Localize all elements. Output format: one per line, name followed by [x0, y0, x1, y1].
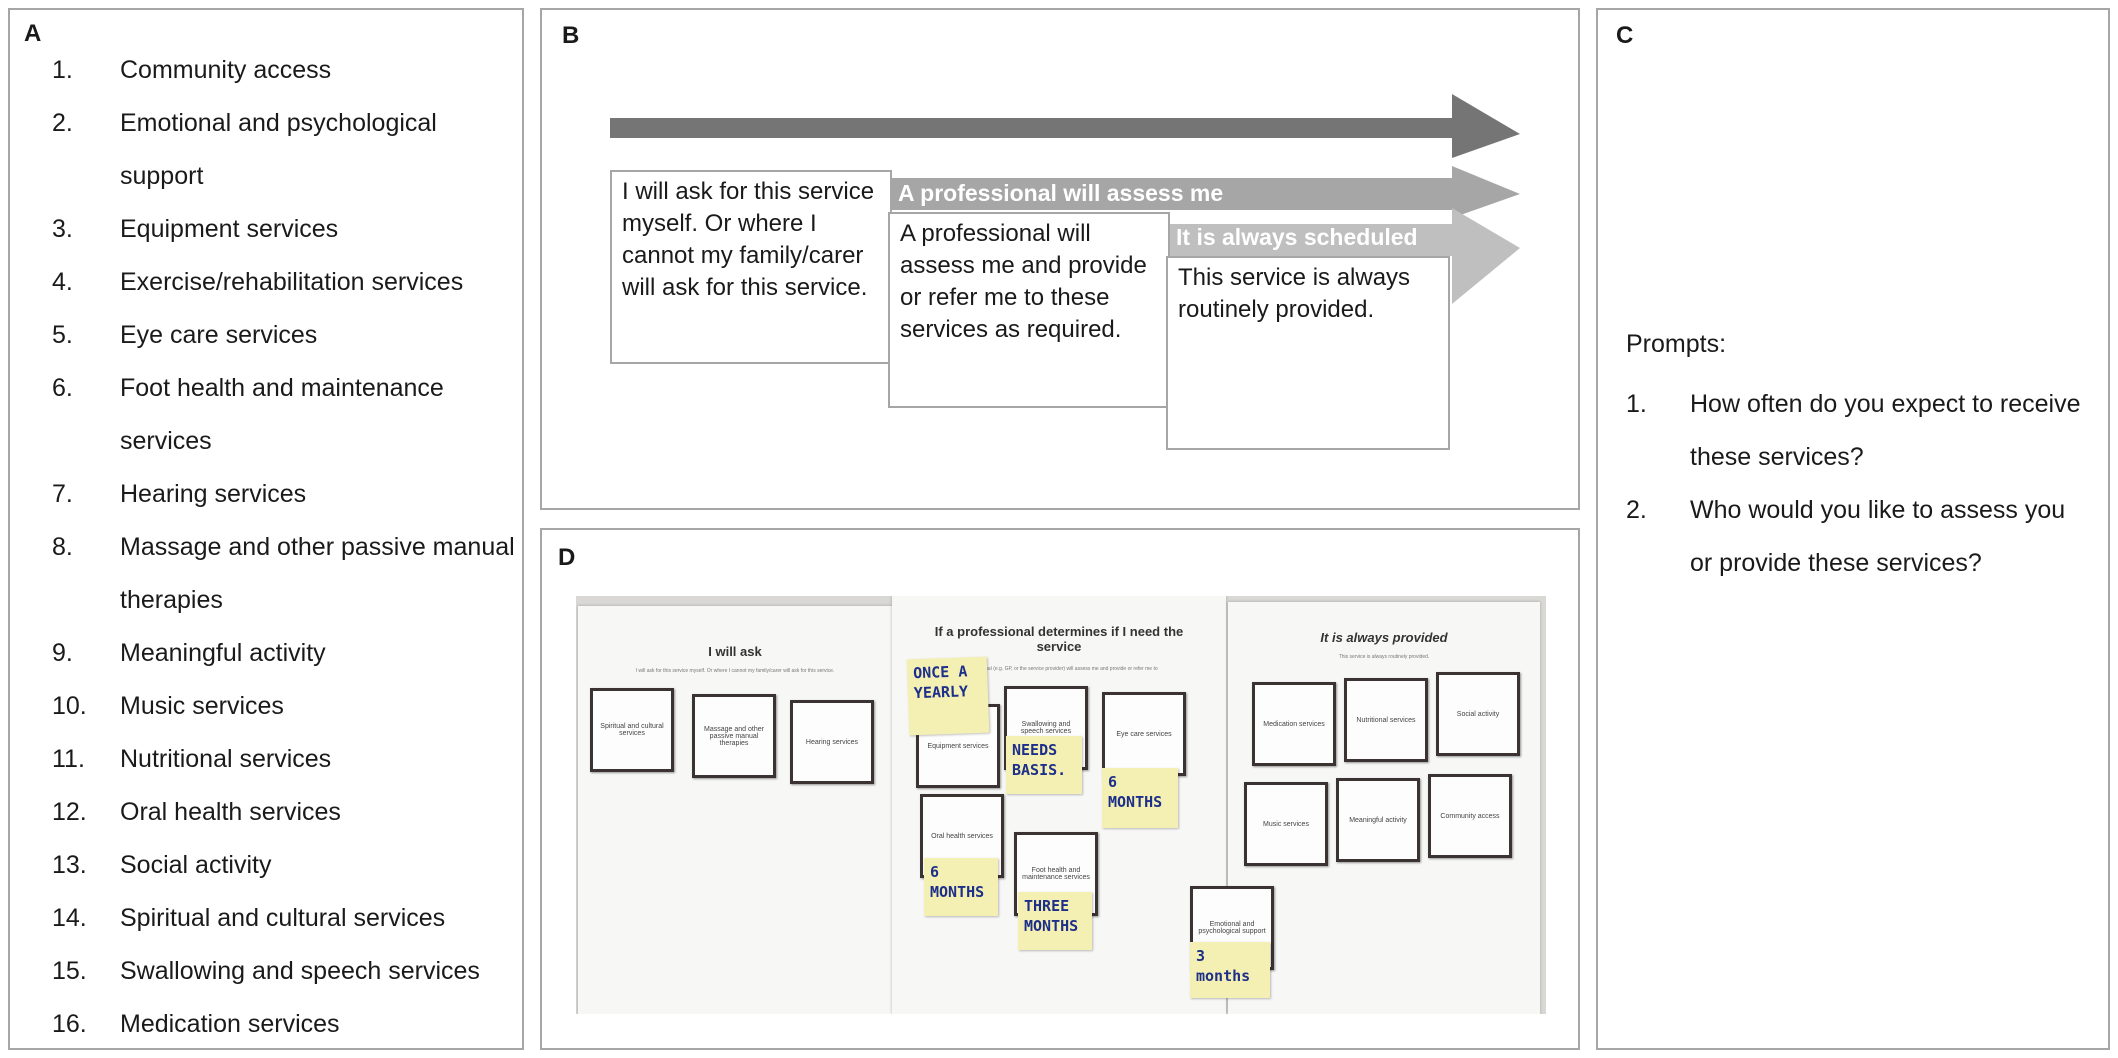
workshop-photo: I will ask I will ask for this service m… [576, 596, 1546, 1014]
prompts-list: 1. How often do you expect to receive the… [1626, 378, 2090, 590]
item-number: 7. [52, 480, 73, 508]
item-label: Medication services [120, 1010, 340, 1038]
sheet-i-will-ask: I will ask I will ask for this service m… [578, 606, 892, 1014]
item-label: Emotional and psychological support [120, 109, 437, 190]
sticky-note-six-months-oral: 6 MONTHS [924, 858, 998, 916]
item-number: 1. [52, 56, 73, 84]
item-number: 12. [52, 798, 87, 826]
item-number: 11. [52, 745, 85, 773]
item-number: 4. [52, 268, 73, 296]
item-label: Music services [120, 692, 284, 720]
list-item: 13. Social activity [38, 839, 520, 892]
description-professional-assess: A professional will assess me and provid… [888, 212, 1170, 408]
list-item: 10. Music services [38, 680, 520, 733]
item-number: 16. [52, 1010, 87, 1038]
list-item: 14. Spiritual and cultural services [38, 892, 520, 945]
item-label: Swallowing and speech services [120, 957, 480, 985]
item-label: Nutritional services [120, 745, 332, 773]
card-medication: Medication services [1252, 682, 1336, 766]
arrow-label-always-scheduled: It is always scheduled [1176, 224, 1418, 250]
arrow-shape [610, 94, 1520, 158]
panel-a-letter: A [24, 20, 42, 47]
card-spiritual: Spiritual and cultural services [590, 688, 674, 772]
card-massage: Massage and other passive manual therapi… [692, 694, 776, 778]
sheet-subtitle: A professional (e.g. GP, or the service … [960, 666, 1158, 672]
item-number: 14. [52, 904, 87, 932]
list-item: 6. Foot health and maintenance services [38, 362, 520, 468]
item-number: 3. [52, 215, 73, 243]
description-i-will-ask: I will ask for this service myself. Or w… [610, 170, 892, 364]
prompts-title: Prompts: [1626, 330, 1727, 358]
list-item: 16. Medication services [38, 998, 520, 1051]
sheet-subtitle: This service is always routinely provide… [1338, 654, 1430, 660]
item-number: 9. [52, 639, 73, 667]
panel-c-letter: C [1616, 22, 1634, 49]
item-label: Equipment services [120, 215, 339, 243]
item-label: Meaningful activity [120, 639, 326, 667]
service-list: 1. Community access 2. Emotional and psych… [38, 44, 520, 1051]
list-item: 8. Massage and other passive manual thera… [38, 521, 520, 627]
item-number: 13. [52, 851, 87, 879]
item-label: Eye care services [120, 321, 318, 349]
item-number: 5. [52, 321, 73, 349]
panel-d: D I will ask I will ask for this service… [540, 528, 1580, 1050]
card-hearing: Hearing services [790, 700, 874, 784]
sheet-title: I will ask [708, 644, 762, 659]
item-number: 8. [52, 533, 73, 561]
sticky-note-yearly: ONCE A YEARLY [906, 656, 990, 736]
item-label: Community access [120, 56, 332, 84]
list-item: 3. Equipment services [38, 203, 520, 256]
item-label: Hearing services [120, 480, 307, 508]
card-music: Music services [1244, 782, 1328, 866]
item-label: Spiritual and cultural services [120, 904, 446, 932]
item-number: 10. [52, 692, 87, 720]
item-label: Social activity [120, 851, 272, 879]
panel-b: B I will ask A professional will assess … [540, 8, 1580, 510]
item-label: Exercise/rehabilitation services [120, 268, 464, 296]
arrow-i-will-ask [610, 94, 1520, 158]
list-item: 2. Emotional and psychological support [38, 97, 520, 203]
arrow-label-i-will-ask: I will ask [620, 136, 715, 162]
item-number: 2. [52, 109, 73, 137]
card-meaningful: Meaningful activity [1336, 778, 1420, 862]
arrow-shape [888, 166, 1520, 218]
list-item: 11. Nutritional services [38, 733, 520, 786]
panel-c: C Prompts: 1. How often do you expect to … [1596, 8, 2110, 1050]
item-number: 6. [52, 374, 73, 402]
card-eye-care: Eye care services [1102, 692, 1186, 776]
list-item: 15. Swallowing and speech services [38, 945, 520, 998]
panel-a: A 1. Community access 2. Emotional and psy… [8, 8, 524, 1050]
list-item: 4. Exercise/rehabilitation services [38, 256, 520, 309]
card-community: Community access [1428, 774, 1512, 858]
card-social: Social activity [1436, 672, 1520, 756]
sheet-subtitle: I will ask for this service myself. Or w… [635, 668, 835, 674]
item-label: Who would you like to assess you or prov… [1690, 496, 2066, 577]
sticky-note-six-months-eye: 6 MONTHS [1102, 768, 1178, 828]
item-number: 1. [1626, 390, 1647, 418]
item-label: Massage and other passive manual therapi… [120, 533, 515, 614]
sheet-title: If a professional determines if I need t… [934, 624, 1184, 654]
sticky-note-three-months-emotional: 3 months [1190, 942, 1270, 998]
list-item: 12. Oral health services [38, 786, 520, 839]
item-label: How often do you expect to receive these… [1690, 390, 2081, 471]
arrow-label-professional-assess: A professional will assess me [898, 180, 1224, 206]
panel-b-letter: B [562, 22, 580, 49]
sticky-note-three-months: THREE MONTHS [1018, 892, 1092, 950]
sticky-note-needs-basis: NEEDS BASIS. [1006, 736, 1082, 794]
list-item: 1. How often do you expect to receive the… [1626, 378, 2090, 484]
sheet-title: It is always provided [1320, 630, 1448, 645]
item-number: 2. [1626, 496, 1647, 524]
card-nutritional: Nutritional services [1344, 678, 1428, 762]
list-item: 2. Who would you like to assess you or pr… [1626, 484, 2090, 590]
arrow-professional-assess [888, 166, 1520, 218]
description-always-scheduled: This service is always routinely provide… [1166, 256, 1450, 450]
item-label: Foot health and maintenance services [120, 374, 444, 455]
list-item: 1. Community access [38, 44, 520, 97]
list-item: 7. Hearing services [38, 468, 520, 521]
list-item: 5. Eye care services [38, 309, 520, 362]
item-label: Oral health services [120, 798, 341, 826]
panel-d-letter: D [558, 544, 576, 571]
item-number: 15. [52, 957, 87, 985]
list-item: 9. Meaningful activity [38, 627, 520, 680]
